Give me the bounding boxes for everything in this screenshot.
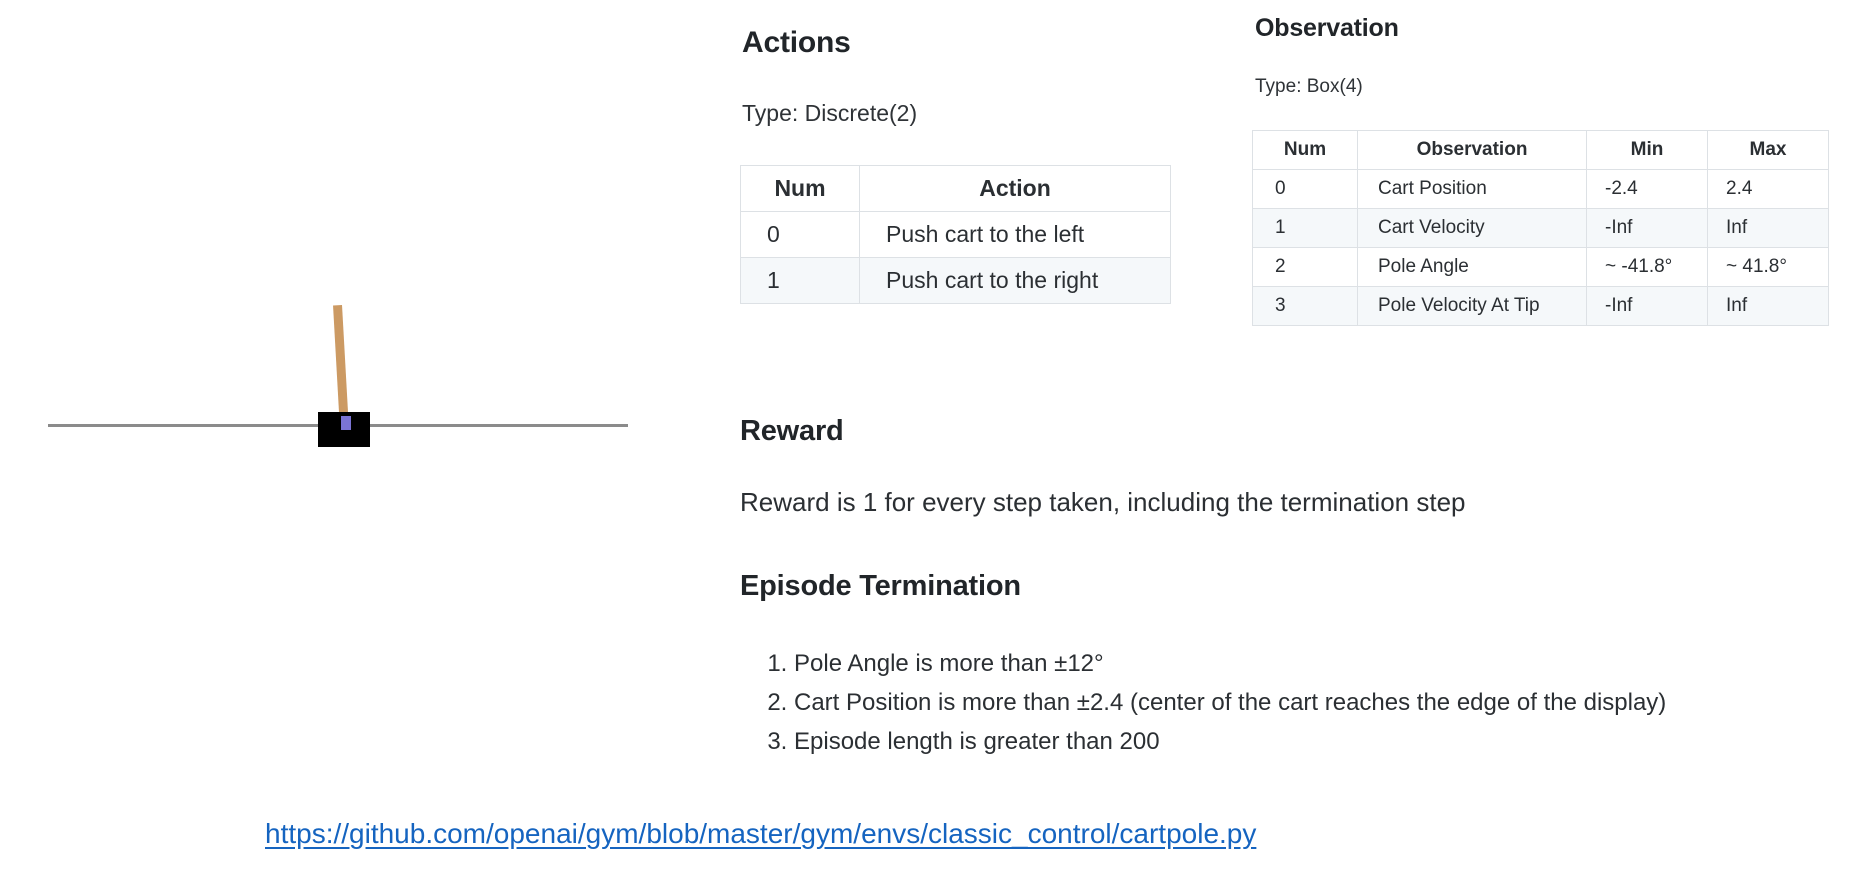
- table-header-row: Num Action: [740, 165, 1171, 212]
- observation-cell-min: -Inf: [1586, 286, 1708, 326]
- list-item: Pole Angle is more than ±12°: [794, 645, 1666, 684]
- observation-cell-min: -Inf: [1586, 208, 1708, 248]
- observation-header-max: Max: [1707, 130, 1829, 170]
- cartpole-axle: [341, 416, 351, 430]
- table-row: 0 Push cart to the left: [740, 211, 1171, 258]
- observation-cell-max: 2.4: [1707, 169, 1829, 209]
- table-row: 1 Cart Velocity -Inf Inf: [1252, 208, 1829, 248]
- source-code-link[interactable]: https://github.com/openai/gym/blob/maste…: [265, 818, 1257, 849]
- actions-type-label: Type: Discrete(2): [742, 100, 918, 126]
- observation-cell-min: ~ -41.8°: [1586, 247, 1708, 287]
- table-row: 3 Pole Velocity At Tip -Inf Inf: [1252, 286, 1829, 326]
- actions-cell-num: 0: [740, 211, 860, 258]
- episode-termination-list: Pole Angle is more than ±12° Cart Positi…: [752, 645, 1666, 762]
- observation-cell-num: 0: [1252, 169, 1358, 209]
- actions-heading: Actions: [742, 26, 851, 59]
- observation-type-label: Type: Box(4): [1255, 76, 1363, 97]
- observation-header-observation: Observation: [1357, 130, 1587, 170]
- observation-cell-name: Cart Position: [1357, 169, 1587, 209]
- observation-heading: Observation: [1255, 14, 1399, 42]
- observation-cell-num: 1: [1252, 208, 1358, 248]
- observation-cell-name: Cart Velocity: [1357, 208, 1587, 248]
- observation-cell-max: ~ 41.8°: [1707, 247, 1829, 287]
- actions-cell-action: Push cart to the right: [859, 257, 1171, 304]
- list-item: Episode length is greater than 200: [794, 723, 1666, 762]
- actions-table: Num Action 0 Push cart to the left 1 Pus…: [740, 165, 1171, 304]
- actions-cell-action: Push cart to the left: [859, 211, 1171, 258]
- reward-heading: Reward: [740, 415, 844, 447]
- observation-cell-num: 3: [1252, 286, 1358, 326]
- observation-header-num: Num: [1252, 130, 1358, 170]
- observation-cell-max: Inf: [1707, 286, 1829, 326]
- observation-cell-name: Pole Velocity At Tip: [1357, 286, 1587, 326]
- observation-table: Num Observation Min Max 0 Cart Position …: [1252, 130, 1829, 326]
- actions-header-num: Num: [740, 165, 860, 212]
- observation-cell-num: 2: [1252, 247, 1358, 287]
- cartpole-figure: [0, 0, 720, 800]
- table-row: 2 Pole Angle ~ -41.8° ~ 41.8°: [1252, 247, 1829, 287]
- reward-description: Reward is 1 for every step taken, includ…: [740, 487, 1466, 517]
- table-header-row: Num Observation Min Max: [1252, 130, 1829, 170]
- observation-cell-min: -2.4: [1586, 169, 1708, 209]
- observation-cell-name: Pole Angle: [1357, 247, 1587, 287]
- episode-termination-heading: Episode Termination: [740, 570, 1021, 602]
- list-item: Cart Position is more than ±2.4 (center …: [794, 684, 1666, 723]
- observation-header-min: Min: [1586, 130, 1708, 170]
- actions-cell-num: 1: [740, 257, 860, 304]
- actions-header-action: Action: [859, 165, 1171, 212]
- table-row: 1 Push cart to the right: [740, 257, 1171, 304]
- table-row: 0 Cart Position -2.4 2.4: [1252, 169, 1829, 209]
- observation-cell-max: Inf: [1707, 208, 1829, 248]
